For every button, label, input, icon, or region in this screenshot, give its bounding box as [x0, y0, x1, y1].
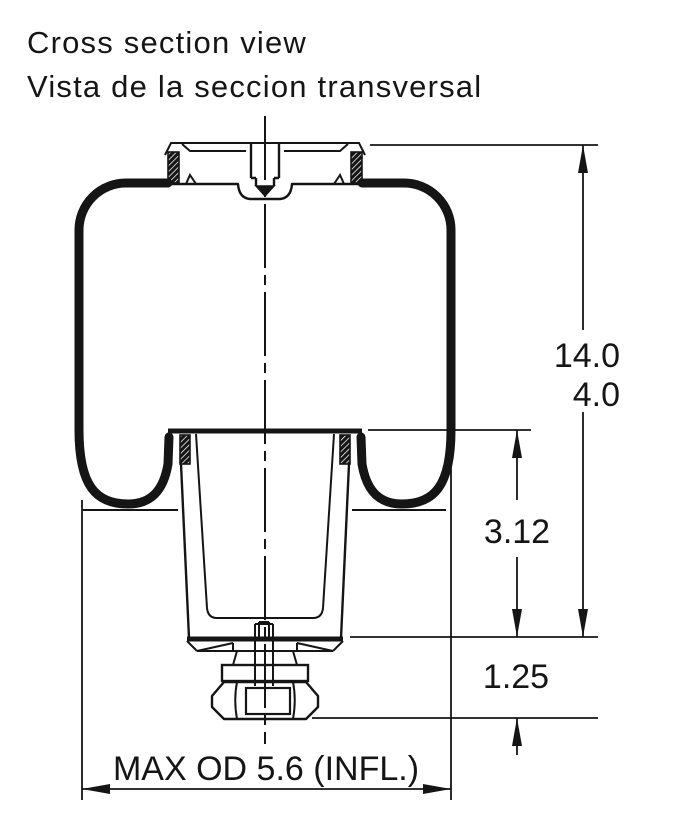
drawing-title-en: Cross section view — [27, 25, 307, 60]
dim-label-overall-secondary: 4.0 — [573, 376, 620, 414]
bead-left — [167, 151, 180, 184]
bellows-right-wall — [356, 178, 456, 509]
arrowhead-up — [512, 718, 522, 746]
lower-stud-assembly — [210, 641, 320, 721]
bead-right — [350, 151, 363, 184]
upper-mounting-stud — [249, 144, 281, 198]
dim-piston-height: 3.12 — [350, 429, 598, 638]
bead-plate-top-edge — [164, 142, 366, 156]
piston-stud-stub — [254, 621, 274, 637]
dim-lower-section: 1.25 — [312, 658, 598, 755]
arrowhead-up — [578, 145, 588, 173]
piston-bead-left — [179, 434, 191, 465]
hex-nut-facets — [234, 681, 296, 720]
dim-label-overall-primary: 14.0 — [554, 337, 620, 375]
title-block: Cross section view Vista de la seccion t… — [27, 25, 482, 104]
dim-label-lower: 1.25 — [483, 658, 549, 696]
drawing-title-es: Vista de la seccion transversal — [27, 69, 482, 104]
upper-stud-tip — [254, 185, 276, 198]
arrowhead-right — [423, 784, 451, 794]
piston-base-chamfer — [186, 640, 344, 652]
piston-inner-wall — [195, 433, 335, 619]
bead-plate-inner-edge — [181, 143, 349, 152]
dim-overall-height: 14.0 4.0 — [370, 144, 620, 637]
lower-stud — [254, 641, 274, 686]
piston-outer-wall-left — [179, 463, 191, 639]
hex-nut — [210, 680, 320, 721]
dim-label-piston: 3.12 — [484, 513, 550, 551]
dim-label-max-od: MAX OD 5.6 (INFL.) — [113, 750, 419, 788]
arrowhead-down — [512, 609, 522, 637]
bellows — [74, 178, 456, 511]
lower-boss — [232, 650, 298, 666]
dim-max-od: MAX OD 5.6 (INFL.) — [81, 462, 452, 800]
piston-bead-right — [339, 434, 351, 465]
arrowhead-up — [512, 430, 522, 458]
hex-nut-bore — [244, 686, 292, 716]
crimp-tabs — [184, 172, 346, 185]
upper-stud-body — [249, 144, 281, 186]
piston — [168, 428, 362, 652]
bellows-left-wall — [74, 178, 174, 509]
arrowhead-down — [578, 609, 588, 637]
arrowhead-left — [82, 784, 110, 794]
bead-plate-bottom-edge — [168, 182, 362, 201]
piston-outer-wall-right — [339, 463, 351, 639]
bead-plate — [164, 142, 366, 201]
